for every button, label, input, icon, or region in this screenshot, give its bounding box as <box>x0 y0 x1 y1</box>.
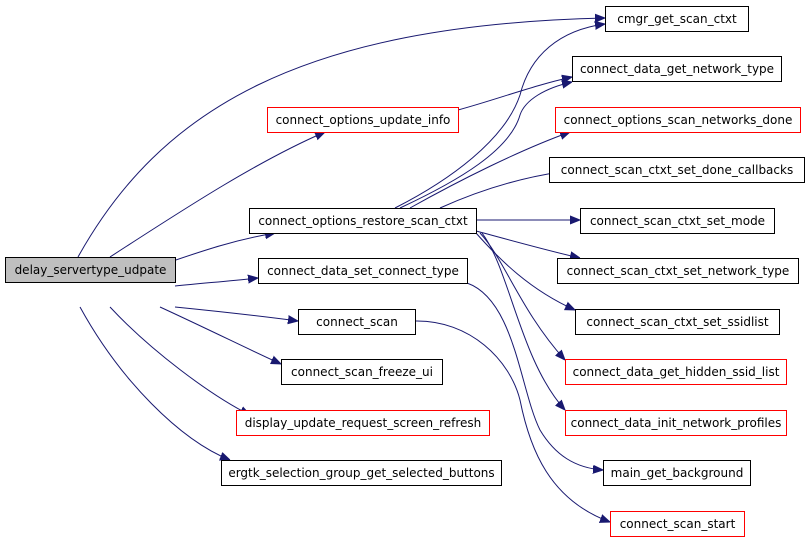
node-label: connect_data_get_network_type <box>580 62 774 76</box>
edge-root-to-coui <box>109 132 325 258</box>
node-box <box>5 257 176 283</box>
node-label: connect_options_scan_networks_done <box>564 113 793 127</box>
edge-cosrsc-to-cdgnt <box>399 82 572 209</box>
edge-cdsct-to-mgb <box>466 282 603 470</box>
node-box <box>557 258 799 284</box>
node-label: connect_scan_ctxt_set_mode <box>590 214 765 228</box>
node-label: connect_options_restore_scan_ctxt <box>258 214 468 228</box>
node-label: connect_options_update_info <box>276 113 451 127</box>
node-label: connect_scan_freeze_ui <box>291 365 433 379</box>
edge-root-to-cs <box>174 306 298 321</box>
node-box <box>221 460 502 486</box>
node-label: connect_scan <box>316 315 398 329</box>
node-box <box>298 309 416 335</box>
node-box <box>267 107 459 133</box>
node-connect-scan-ctxt-set-mode[interactable]: connect_scan_ctxt_set_mode <box>580 208 775 234</box>
edge-root-to-csfu <box>159 306 281 364</box>
node-connect-data-set-connect-type[interactable]: connect_data_set_connect_type <box>258 258 468 284</box>
node-label: main_get_background <box>611 466 744 480</box>
edge-cosrsc-to-cscss <box>475 232 575 310</box>
node-connect-scan-ctxt-set-done-callbacks[interactable]: connect_scan_ctxt_set_done_callbacks <box>549 157 805 183</box>
node-connect-scan-freeze-ui[interactable]: connect_scan_freeze_ui <box>281 359 443 385</box>
node-label: delay_servertype_udpate <box>15 263 167 277</box>
edge-cosrsc-to-cdinp <box>481 232 565 410</box>
node-main-get-background[interactable]: main_get_background <box>603 460 751 486</box>
node-connect-scan-ctxt-set-ssidlist[interactable]: connect_scan_ctxt_set_ssidlist <box>575 309 780 335</box>
node-box <box>580 208 775 234</box>
node-connect-data-get-network-type[interactable]: connect_data_get_network_type <box>572 56 782 82</box>
edge-root-to-cmgr <box>77 18 605 258</box>
node-label: cmgr_get_scan_ctxt <box>617 12 737 26</box>
edge-root-to-durssr <box>109 306 250 415</box>
edge-cosrsc-to-cscsnt <box>475 230 580 258</box>
edge-cosrsc-to-cmgr <box>394 24 605 209</box>
nodes-layer: delay_servertype_udpate cmgr_get_scan_ctx… <box>5 6 805 537</box>
node-connect-scan-start[interactable]: connect_scan_start <box>610 511 745 537</box>
node-box <box>610 511 745 537</box>
edges-layer <box>77 18 610 522</box>
node-connect-options-restore-scan-ctxt[interactable]: connect_options_restore_scan_ctxt <box>249 208 477 234</box>
node-connect-options-scan-networks-done[interactable]: connect_options_scan_networks_done <box>555 107 801 133</box>
edge-cs-to-css <box>414 320 610 522</box>
node-cmgr-get-scan-ctxt[interactable]: cmgr_get_scan_ctxt <box>605 6 749 32</box>
node-box <box>572 56 782 82</box>
node-connect-options-update-info[interactable]: connect_options_update_info <box>267 107 459 133</box>
node-box <box>565 359 787 385</box>
edge-root-to-cosrsc <box>169 233 275 263</box>
node-box <box>575 309 780 335</box>
node-box <box>281 359 443 385</box>
node-box <box>249 208 477 234</box>
node-connect-scan-ctxt-set-network-type[interactable]: connect_scan_ctxt_set_network_type <box>557 258 799 284</box>
node-label: connect_data_set_connect_type <box>267 264 459 278</box>
node-label: connect_data_get_hidden_ssid_list <box>573 365 780 379</box>
node-connect-data-init-network-profiles[interactable]: connect_data_init_network_profiles <box>565 410 787 436</box>
node-box <box>603 460 751 486</box>
node-label: connect_scan_ctxt_set_network_type <box>567 264 790 278</box>
node-label: display_update_request_screen_refresh <box>245 416 482 430</box>
node-label: connect_scan_ctxt_set_done_callbacks <box>561 163 793 177</box>
node-label: connect_scan_start <box>620 517 736 531</box>
node-display-update-request-screen-refresh[interactable]: display_update_request_screen_refresh <box>236 410 490 436</box>
node-box <box>565 410 787 436</box>
node-box <box>555 107 801 133</box>
node-label: ergtk_selection_group_get_selected_butto… <box>228 466 494 480</box>
node-box <box>236 410 490 436</box>
node-box <box>605 6 749 32</box>
edge-root-to-cdsct <box>174 278 258 287</box>
node-box <box>549 157 805 183</box>
node-connect-scan[interactable]: connect_scan <box>298 309 416 335</box>
node-label: connect_scan_ctxt_set_ssidlist <box>586 315 768 329</box>
node-label: connect_data_init_network_profiles <box>571 416 782 430</box>
node-delay-servertype-udpate[interactable]: delay_servertype_udpate <box>5 257 176 283</box>
edge-root-to-egsggsb <box>79 306 230 460</box>
node-connect-data-get-hidden-ssid-list[interactable]: connect_data_get_hidden_ssid_list <box>565 359 787 385</box>
node-ergtk-selection-group-get-selected-buttons[interactable]: ergtk_selection_group_get_selected_butto… <box>221 460 502 486</box>
node-box <box>258 258 468 284</box>
edge-cosrsc-to-cscsdc <box>439 172 560 209</box>
edge-cosrsc-to-cosnd <box>409 132 570 209</box>
edge-coui-to-cdgnt <box>457 77 572 111</box>
